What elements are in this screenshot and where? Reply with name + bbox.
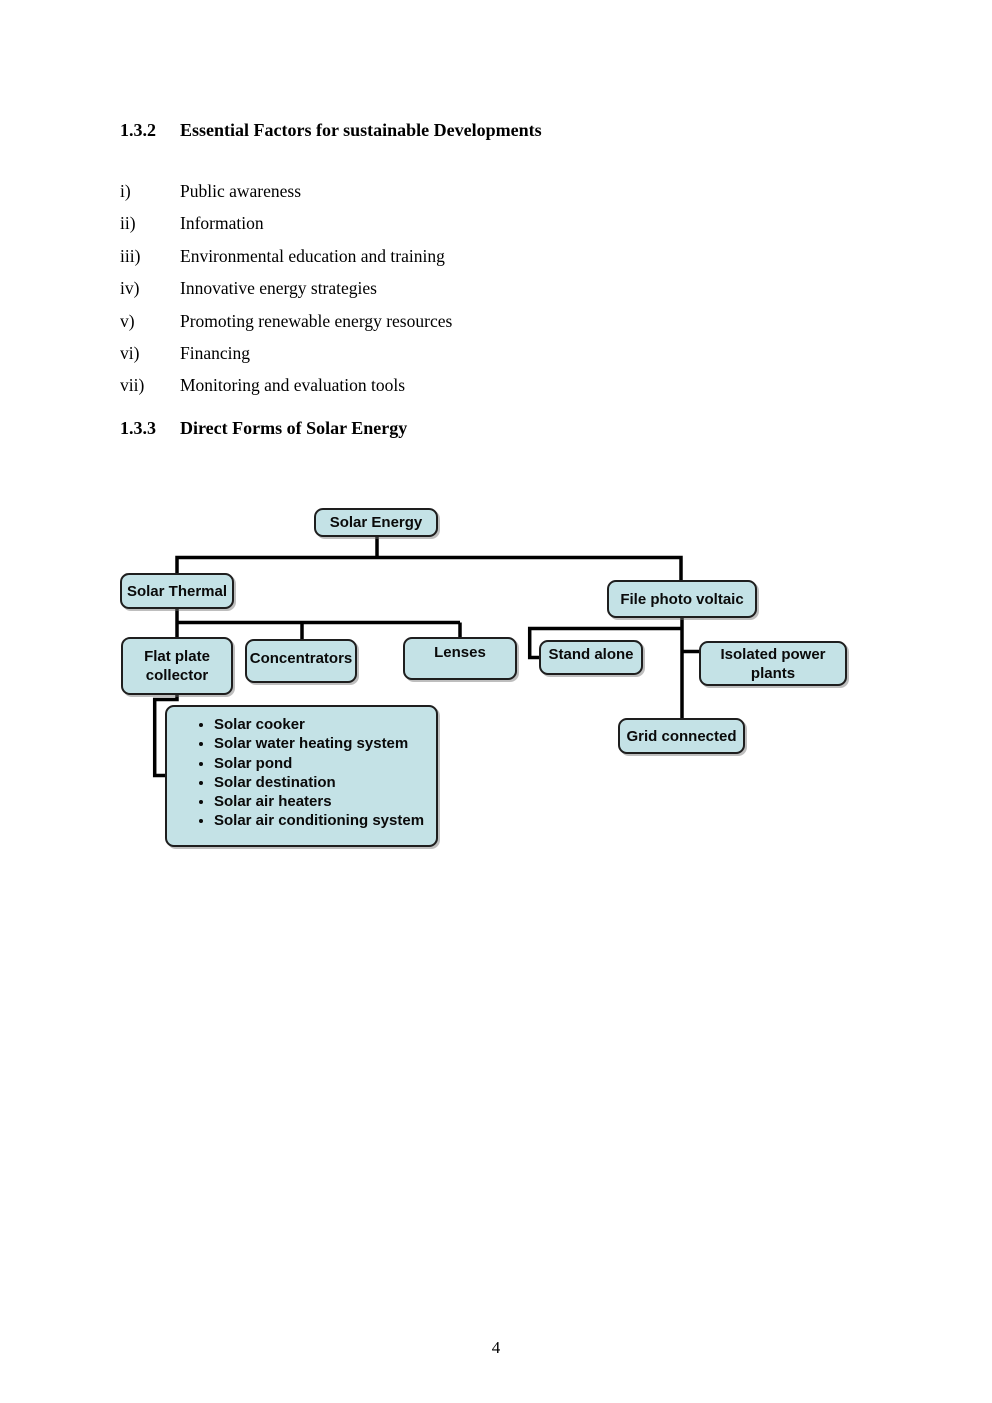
node-label: Concentrators <box>249 650 353 667</box>
node-label: Lenses <box>434 644 486 661</box>
connector-applications <box>152 693 179 778</box>
list-item-numeral: i) <box>120 181 131 201</box>
list-item: i) Public awareness <box>120 175 452 207</box>
node-label: collector <box>145 667 209 684</box>
node-concentrators: Concentrators <box>245 639 357 683</box>
application-item: Solar air heaters <box>214 792 436 811</box>
node-label: Grid connected <box>626 727 737 745</box>
flowchart-connector-lines <box>152 537 701 778</box>
section-number: 1.3.3 <box>120 418 156 438</box>
node-stand-alone: Stand alone <box>539 640 643 675</box>
application-item: Solar pond <box>214 754 436 773</box>
applications-list: Solar cooker Solar water heating system … <box>167 715 436 831</box>
application-item: Solar destination <box>214 773 436 792</box>
connector-stand-alone <box>527 626 682 660</box>
node-lenses: Lenses <box>403 637 517 680</box>
node-solar-thermal: Solar Thermal <box>120 573 234 609</box>
solar-energy-flowchart: Solar Energy Solar Thermal Flat plate co… <box>0 500 992 870</box>
list-item-text: Financing <box>180 342 250 363</box>
node-label: Solar Energy <box>329 514 423 531</box>
node-file-photo-voltaic: File photo voltaic <box>607 580 757 618</box>
section-title: Direct Forms of Solar Energy <box>180 418 408 438</box>
node-solar-energy: Solar Energy <box>314 508 438 537</box>
node-label: Stand alone <box>548 646 634 663</box>
list-item-numeral: vi) <box>120 342 140 363</box>
list-item-numeral: vii) <box>120 375 145 396</box>
application-item: Solar cooker <box>214 715 436 734</box>
section-heading-133: 1.3.3 Direct Forms of Solar Energy <box>120 418 407 439</box>
node-label: Solar Thermal <box>126 582 228 600</box>
application-item: Solar air conditioning system <box>214 811 436 830</box>
connector-main-split <box>175 555 683 582</box>
list-item: vii) Monitoring and evaluation tools <box>120 369 452 401</box>
list-item: iv) Innovative energy strategies <box>120 272 452 304</box>
list-item-numeral: v) <box>120 310 135 331</box>
connector-thermal-children <box>175 606 462 641</box>
node-grid-connected: Grid connected <box>618 718 745 754</box>
list-item-text: Promoting renewable energy resources <box>180 310 453 331</box>
list-item: v) Promoting renewable energy resources <box>120 305 452 337</box>
section-number: 1.3.2 <box>120 120 156 140</box>
node-label: Isolated power <box>720 645 826 663</box>
page-number: 4 <box>491 1338 501 1357</box>
solar-thermal-applications-box: Solar cooker Solar water heating system … <box>165 705 438 847</box>
node-isolated-power-plants: Isolated power plants <box>699 641 847 686</box>
list-item-numeral: iii) <box>120 245 141 266</box>
list-item-text: Information <box>180 213 264 234</box>
list-item: ii) Information <box>120 207 452 239</box>
list-item-numeral: ii) <box>120 213 136 234</box>
node-label: File photo voltaic <box>620 590 744 608</box>
list-item-text: Environmental education and training <box>180 245 445 266</box>
list-item-numeral: iv) <box>120 278 140 299</box>
application-item: Solar water heating system <box>214 734 436 753</box>
node-label: Flat plate <box>144 648 210 665</box>
list-item-text: Public awareness <box>180 181 302 201</box>
node-label: plants <box>750 664 796 682</box>
list-item-text: Innovative energy strategies <box>180 278 377 299</box>
list-item: iii) Environmental education and training <box>120 240 452 272</box>
section-title: Essential Factors for sustainable Develo… <box>180 120 542 140</box>
node-flat-plate-collector: Flat plate collector <box>121 637 233 695</box>
section-heading-132: 1.3.2 Essential Factors for sustainable D… <box>120 120 542 141</box>
list-item: vi) Financing <box>120 337 452 369</box>
list-item-text: Monitoring and evaluation tools <box>180 375 406 396</box>
essential-factors-list: i) Public awareness ii) Information iii) En… <box>120 175 452 402</box>
